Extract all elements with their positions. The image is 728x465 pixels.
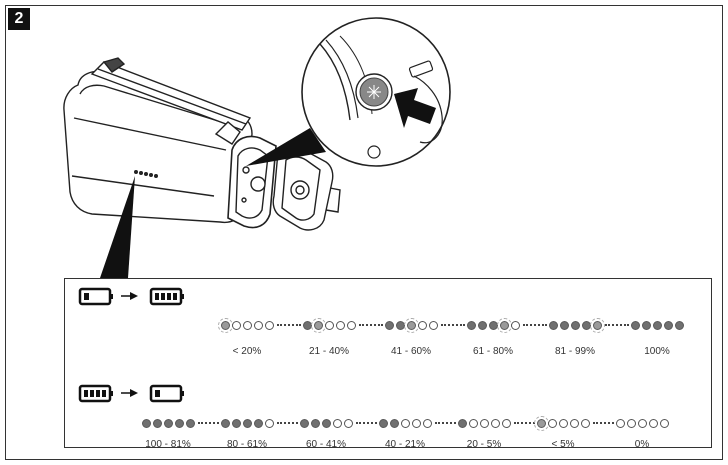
charging-label-0: < 20% (232, 346, 262, 357)
charging-led-0-3 (254, 321, 263, 330)
charging-label-5: 100% (644, 346, 670, 357)
charging-led-4-1 (560, 321, 569, 330)
discharging-led-0-4 (186, 419, 195, 428)
charging-led-0-2 (243, 321, 252, 330)
charging-led-1-3 (336, 321, 345, 330)
discharging-led-6-3 (649, 419, 658, 428)
discharging-led-5-3 (570, 419, 579, 428)
charging-label-2: 41 - 60% (390, 346, 432, 357)
discharging-led-1-1 (232, 419, 241, 428)
discharging-led-0-3 (175, 419, 184, 428)
charging-led-5-3 (664, 321, 673, 330)
discharging-separator-1 (277, 422, 298, 426)
discharging-led-1-2 (243, 419, 252, 428)
charging-led-5-4 (675, 321, 684, 330)
discharging-separator-5 (593, 422, 614, 426)
charging-led-5-2 (653, 321, 662, 330)
charging-led-0-1 (232, 321, 241, 330)
discharging-led-5-2 (559, 419, 568, 428)
discharging-label-4: 20 - 5% (466, 439, 502, 450)
charging-led-1-4 (347, 321, 356, 330)
magnifier-pointer (246, 128, 326, 166)
discharging-led-2-2 (322, 419, 331, 428)
charging-led-3-3 (497, 318, 512, 333)
step-number-badge: 2 (8, 8, 30, 30)
discharging-led-6-1 (627, 419, 636, 428)
discharging-led-0-1 (153, 419, 162, 428)
discharging-label-2: 60 - 41% (305, 439, 347, 450)
discharging-led-6-4 (660, 419, 669, 428)
discharging-separator-2 (356, 422, 377, 426)
charging-led-1-2 (325, 321, 334, 330)
charging-icons (78, 287, 184, 306)
discharging-icons (78, 384, 184, 403)
charging-led-1-1 (311, 318, 326, 333)
discharging-led-1-0 (221, 419, 230, 428)
discharging-label-6: 0% (634, 439, 650, 450)
charging-led-3-4 (511, 321, 520, 330)
discharging-led-2-0 (300, 419, 309, 428)
discharging-label-3: 40 - 21% (384, 439, 426, 450)
discharging-label-5: < 5% (551, 439, 575, 450)
magnified-detail (301, 17, 451, 167)
discharging-led-6-2 (638, 419, 647, 428)
discharging-led-3-0 (379, 419, 388, 428)
led-callout-wedge (100, 176, 135, 278)
charging-separator-3 (523, 324, 547, 328)
discharging-label-0: 100 - 81% (145, 439, 191, 450)
figure-frame (5, 5, 723, 460)
discharging-led-3-3 (412, 419, 421, 428)
discharging-led-2-4 (344, 419, 353, 428)
discharging-led-0-2 (164, 419, 173, 428)
discharging-led-1-4 (265, 419, 274, 428)
discharging-led-6-0 (616, 419, 625, 428)
charging-led-0-0 (218, 318, 233, 333)
charging-separator-2 (441, 324, 465, 328)
discharging-separator-0 (198, 422, 219, 426)
discharging-separator-3 (435, 422, 456, 426)
charging-led-3-0 (467, 321, 476, 330)
discharging-led-2-1 (311, 419, 320, 428)
charging-label-1: 21 - 40% (308, 346, 350, 357)
discharging-led-5-4 (581, 419, 590, 428)
discharging-led-4-0 (458, 419, 467, 428)
charging-led-2-0 (385, 321, 394, 330)
discharging-led-4-3 (491, 419, 500, 428)
discharging-led-3-4 (423, 419, 432, 428)
charging-led-2-2 (404, 318, 419, 333)
discharging-led-2-3 (333, 419, 342, 428)
charging-led-2-3 (418, 321, 427, 330)
charging-label-4: 81 - 99% (554, 346, 596, 357)
charging-separator-4 (605, 324, 629, 328)
charging-led-4-0 (549, 321, 558, 330)
discharging-label-1: 80 - 61% (226, 439, 268, 450)
discharging-led-3-2 (401, 419, 410, 428)
charging-separator-1 (359, 324, 383, 328)
discharging-led-1-3 (254, 419, 263, 428)
charging-led-5-0 (631, 321, 640, 330)
charging-led-3-1 (478, 321, 487, 330)
charging-separator-0 (277, 324, 301, 328)
led-status-legend (64, 278, 712, 448)
charging-led-4-4 (590, 318, 605, 333)
discharging-led-5-1 (548, 419, 557, 428)
discharging-led-3-1 (390, 419, 399, 428)
discharging-led-4-2 (480, 419, 489, 428)
discharging-led-4-1 (469, 419, 478, 428)
discharging-led-5-0 (534, 416, 549, 431)
charging-led-2-4 (429, 321, 438, 330)
charging-led-4-2 (571, 321, 580, 330)
discharging-separator-4 (514, 422, 535, 426)
charging-led-5-1 (642, 321, 651, 330)
discharging-led-0-0 (142, 419, 151, 428)
discharging-led-4-4 (502, 419, 511, 428)
device-body (63, 57, 341, 231)
charging-label-3: 61 - 80% (472, 346, 514, 357)
press-arrow-icon (394, 88, 436, 128)
charging-led-0-4 (265, 321, 274, 330)
